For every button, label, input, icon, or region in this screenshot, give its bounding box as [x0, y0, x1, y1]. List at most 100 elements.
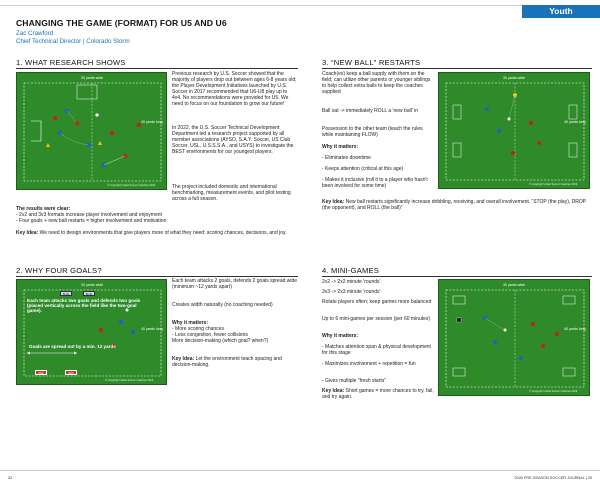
section-1-paragraph-3: The project included domestic and intern… [172, 184, 291, 203]
page-number-right: 2026 PRE-SEASON SOCCER JOURNAL | 33 [514, 476, 592, 480]
author-name: Zac Crawford [16, 30, 54, 37]
section-4-field-diagram: 30 yards wide 40 yards long © Copyright … [438, 279, 590, 396]
player-blue-2 [497, 129, 501, 133]
key-idea-label: Key Idea: [172, 356, 195, 362]
player-blue-1 [119, 320, 123, 324]
field-lines [23, 289, 162, 377]
section-3-field-diagram: 30 yards wide 40 yards long © Copyright … [438, 72, 590, 189]
player-red-3 [511, 151, 515, 155]
section-3-key-idea: Key Idea: New ball restarts significantl… [322, 199, 592, 211]
why-item-3: More decision-making (which goal? when?) [172, 338, 269, 344]
section-2-rule [16, 276, 298, 277]
section-1-paragraph-3-cont [16, 196, 306, 203]
diagram-copyright: © Copyright United Soccer Coaches 2019 [105, 379, 154, 382]
field-lines [445, 289, 585, 388]
player-blue-3 [519, 356, 523, 360]
diagram-copyright: © Copyright United Soccer Coaches 2019 [529, 183, 578, 186]
top-rule [0, 5, 600, 6]
cone-2 [98, 141, 102, 145]
player-red-1 [99, 328, 103, 332]
author-role: Chief Technical Director | Colorado Stor… [16, 38, 130, 45]
field-length-label: 40 yards long [564, 327, 586, 331]
section-1-paragraph-1: Previous research by U.S. Soccer showed … [172, 71, 297, 108]
footer-rule [0, 470, 600, 471]
result-line-2: - Four goals + new ball restarts = highe… [16, 218, 167, 224]
goal-spread-label: Goals are spread out by a min. 12 yards [29, 344, 116, 349]
player-red-2 [111, 344, 115, 348]
ball-1 [125, 308, 129, 312]
field-lines [445, 82, 585, 181]
why-matters-label: Why it matters: [322, 144, 359, 150]
player-red-2 [541, 344, 545, 348]
key-idea-label: Key Idea: [16, 230, 39, 236]
section-3-paragraph-3: Possession to the other team (teach the … [322, 126, 423, 139]
player-blue-4 [87, 143, 91, 147]
section-2-paragraph-2: Creates width naturally (no coaching nee… [172, 302, 273, 308]
key-idea-text: New ball restarts significantly increase… [322, 199, 587, 212]
section-4-paragraph-1: 2v2 -> 2x2 minute 'rounds' [322, 279, 381, 285]
key-idea-label: Key Idea: [322, 199, 345, 205]
why-item-2: - Maximizes involvement + repetition = f… [322, 361, 416, 367]
why-item-1: - Eliminates downtime [322, 155, 371, 161]
field-length-label: 40 yards long [564, 120, 586, 124]
why-matters-label: Why it matters: [322, 333, 359, 339]
section-3-heading: 3. “NEW BALL” RESTARTS [322, 58, 421, 67]
why-item-3: - Gives multiple “fresh starts” [322, 378, 386, 384]
why-item-2: - Less congestion, fewer collisions [172, 332, 248, 338]
why-item-1: - Matches attention span & physical deve… [322, 344, 431, 357]
section-4-rule [322, 276, 592, 277]
why-item-2: - Keeps attention (critical at this age) [322, 166, 404, 172]
why-item-3: - Makes it inclusive (roll it to a playe… [322, 177, 428, 190]
section-2-heading: 2. WHY FOUR GOALS? [16, 266, 102, 275]
cone-1 [46, 143, 50, 147]
results-label: The results were clear: [16, 206, 71, 212]
ball-1 [95, 113, 99, 117]
section-2-paragraph-1: Each team attacks 2 goals, defends 2 goa… [172, 278, 298, 291]
goal-red-2: RED [65, 370, 77, 375]
section-4-paragraph-3: Rotate players often; keep games more ba… [322, 299, 432, 305]
section-4-heading: 4. MINI-GAMES [322, 266, 380, 275]
player-red-2 [537, 141, 541, 145]
field-width-label: 30 yards wide [81, 283, 104, 287]
goal-blue-1: BLUE [60, 291, 72, 296]
article-title: CHANGING THE GAME (FORMAT) FOR U5 AND U6 [16, 18, 227, 28]
player-markers [46, 108, 142, 168]
section-4-paragraph-2: 3v3 -> 2x3 minute 'rounds' [322, 289, 381, 295]
player-red-3 [109, 130, 115, 136]
section-4-key-idea: Key Idea: Short games = more chances to … [322, 388, 434, 400]
player-red-4 [136, 122, 142, 128]
field-width-label: 30 yards wide [503, 283, 526, 287]
goal-red-1: RED [35, 370, 47, 375]
field-length-label: 40 yards long [141, 120, 163, 124]
player-red-1 [529, 121, 533, 125]
diagram-copyright: © Copyright United Soccer Coaches 2019 [107, 184, 156, 187]
field-width-label: 30 yards wide [81, 76, 104, 80]
section-3-paragraph-1: Coach(es) keep a ball supply with them o… [322, 71, 431, 96]
section-3-paragraph-2: Ball out -> immediately ROLL a 'new ball… [322, 108, 419, 114]
goal-blue-2: BLUE [83, 291, 95, 296]
diagram-caption: Each team attacks two goals and defends … [27, 298, 141, 314]
field-length-label: 40 yards long [141, 327, 163, 331]
key-idea-label: Key Idea: [322, 388, 345, 394]
ball-1 [503, 328, 507, 332]
key-idea-text: Let the environment teach spacing and de… [172, 356, 282, 369]
soccer-ball-icon [456, 317, 462, 323]
page-number-left: 32 [8, 476, 13, 480]
player-blue-3 [101, 162, 107, 168]
field-lines [23, 82, 162, 182]
section-1-field-diagram: 30 yards wide 40 yards long © Copyright … [16, 72, 167, 190]
section-2-field-diagram: 30 yards wide 40 yards long BLUE BLUE Ea… [16, 279, 167, 385]
section-1-heading: 1. WHAT RESEARCH SHOWS [16, 58, 126, 67]
key-idea-text: We need to design environments that give… [38, 230, 287, 236]
section-tab-youth: Youth [522, 5, 600, 18]
section-4-paragraph-4: Up to 6 mini-games per session (per 60 m… [322, 316, 431, 322]
section-2-key-idea: Key Idea: Let the environment teach spac… [172, 356, 298, 368]
section-1-key-idea: Key Idea: We need to design environments… [16, 230, 298, 236]
player-red-1 [531, 322, 535, 326]
why-item-1: - More scoring chances [172, 326, 224, 332]
player-blue-1 [485, 107, 489, 111]
player-red-1 [52, 115, 58, 121]
section-1-rule [16, 68, 298, 69]
diagram-copyright: © Copyright United Soccer Coaches 2019 [529, 390, 578, 393]
player-blue-2 [131, 330, 135, 334]
